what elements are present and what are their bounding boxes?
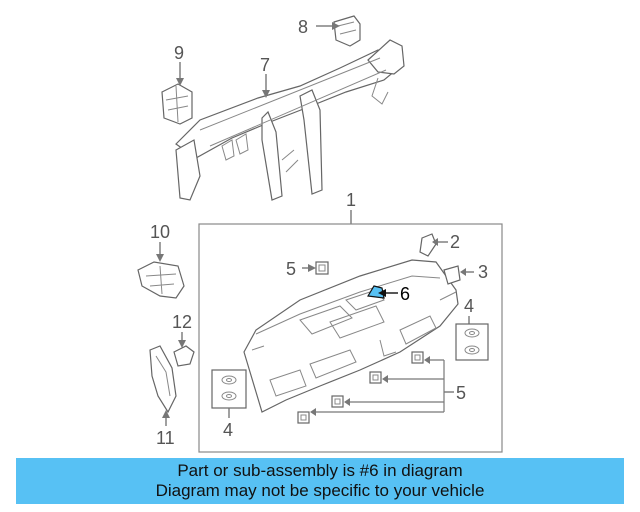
arrows-5-bottom bbox=[310, 356, 430, 416]
arrow-3 bbox=[460, 268, 466, 276]
assembly-frame bbox=[198, 223, 503, 453]
callout-7: 7 bbox=[260, 55, 270, 75]
info-banner: Part or sub-assembly is #6 in diagram Di… bbox=[16, 458, 624, 504]
arrow-8 bbox=[332, 22, 340, 30]
callout-11: 11 bbox=[156, 428, 175, 448]
callout-2: 2 bbox=[450, 232, 460, 252]
arrow-12 bbox=[178, 340, 186, 348]
part-2-duct bbox=[419, 233, 437, 257]
callout-4-right: 4 bbox=[464, 296, 474, 316]
callout-12: 12 bbox=[172, 312, 192, 332]
callout-5-top: 5 bbox=[286, 259, 296, 279]
part-9-bracket bbox=[161, 83, 193, 125]
part-11-end-cover bbox=[149, 345, 177, 414]
banner-line-2: Diagram may not be specific to your vehi… bbox=[155, 481, 485, 500]
part-4-pads-left bbox=[211, 369, 247, 409]
callout-5-bottom: 5 bbox=[456, 383, 466, 403]
arrow-11 bbox=[162, 410, 170, 418]
callout-8: 8 bbox=[298, 17, 308, 37]
part-5-clip-top bbox=[315, 261, 329, 275]
part-8-bracket bbox=[333, 15, 361, 47]
callout-6: 6 bbox=[400, 284, 410, 304]
parts-diagram: 8 7 9 1 6 bbox=[137, 15, 503, 453]
callout-3: 3 bbox=[478, 262, 488, 282]
arrow-10 bbox=[156, 254, 164, 262]
arrow-7 bbox=[262, 90, 270, 98]
arrow-6 bbox=[378, 289, 386, 297]
callout-1: 1 bbox=[346, 190, 356, 210]
part-10-bracket bbox=[137, 261, 185, 299]
part-5-clips-bottom bbox=[297, 351, 424, 424]
part-6-highlighted bbox=[367, 285, 385, 299]
callout-10: 10 bbox=[150, 222, 170, 242]
part-12-clip bbox=[173, 345, 195, 367]
part-7-cross-car-beam bbox=[175, 39, 405, 201]
arrow-2 bbox=[432, 238, 438, 246]
part-3-clip bbox=[443, 265, 461, 285]
part-4-pads-right bbox=[455, 323, 489, 361]
arrow-5a bbox=[308, 264, 316, 272]
callout-4-left: 4 bbox=[223, 420, 233, 440]
banner-line-1: Part or sub-assembly is #6 in diagram bbox=[177, 461, 463, 480]
leaders-5-bottom bbox=[312, 359, 445, 413]
callout-9: 9 bbox=[174, 43, 184, 63]
part-1-instrument-panel bbox=[243, 259, 459, 413]
arrow-9 bbox=[176, 78, 184, 86]
